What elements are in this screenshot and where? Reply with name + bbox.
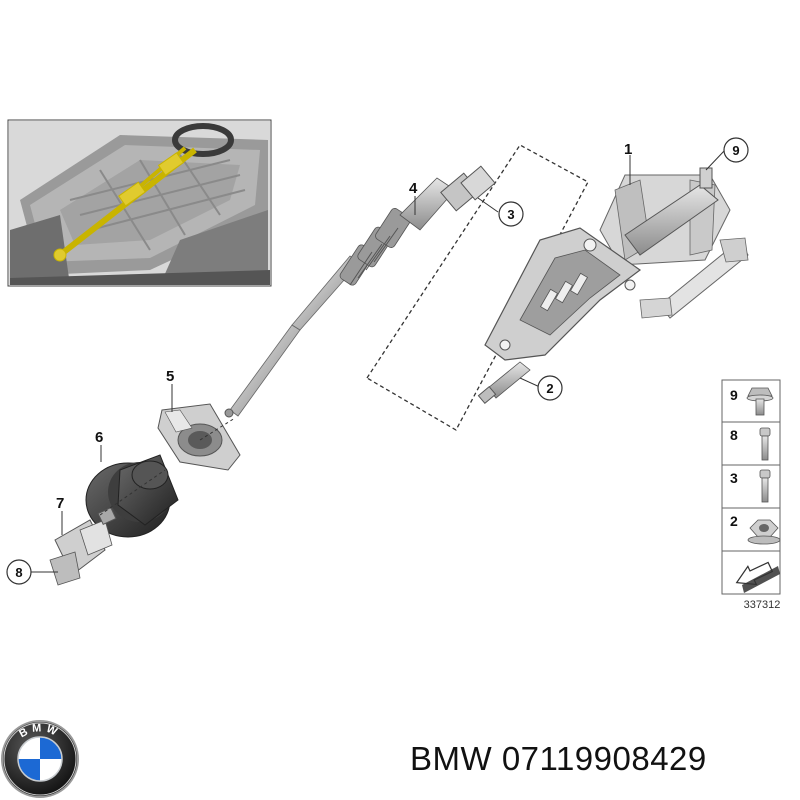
caption-brand: BMW: [410, 740, 493, 777]
assembly-outline: [366, 144, 589, 431]
diagram-number: 337312: [744, 599, 781, 611]
bolt-icon: [759, 427, 771, 461]
callout-2: 2: [546, 381, 553, 396]
fastener-legend: 9 8 3 2: [721, 379, 781, 595]
legend-num-3: 3: [730, 470, 738, 486]
arrow-icon: [735, 561, 780, 593]
caption-part-number: 07119908429: [501, 740, 707, 777]
bolt-icon: [759, 469, 771, 503]
callout-3: 3: [507, 207, 514, 222]
flange-bolt-icon: [746, 387, 774, 416]
leader-lines: [31, 149, 726, 573]
legend-num-2: 2: [730, 513, 738, 529]
callout-1: 1: [624, 141, 632, 158]
callout-7: 7: [56, 495, 64, 512]
legend-num-8: 8: [730, 427, 738, 443]
hex-nut-icon: [747, 519, 781, 545]
part-caption: BMW 07119908429: [410, 740, 707, 778]
part-steering-column: [477, 167, 749, 405]
legend-num-9: 9: [730, 387, 738, 403]
inset-overview-image: [7, 119, 272, 287]
bmw-logo: BMW: [1, 720, 79, 798]
callout-4: 4: [409, 180, 418, 197]
part-steering-shaft: [224, 165, 496, 418]
part-universal-joint: [49, 506, 117, 586]
callout-9: 9: [732, 143, 739, 158]
callout-6: 6: [95, 429, 103, 446]
callout-5: 5: [166, 368, 174, 385]
callout-labels: 1 9 4 3 2 5 6 7 8: [6, 137, 749, 585]
callout-8: 8: [15, 565, 22, 580]
